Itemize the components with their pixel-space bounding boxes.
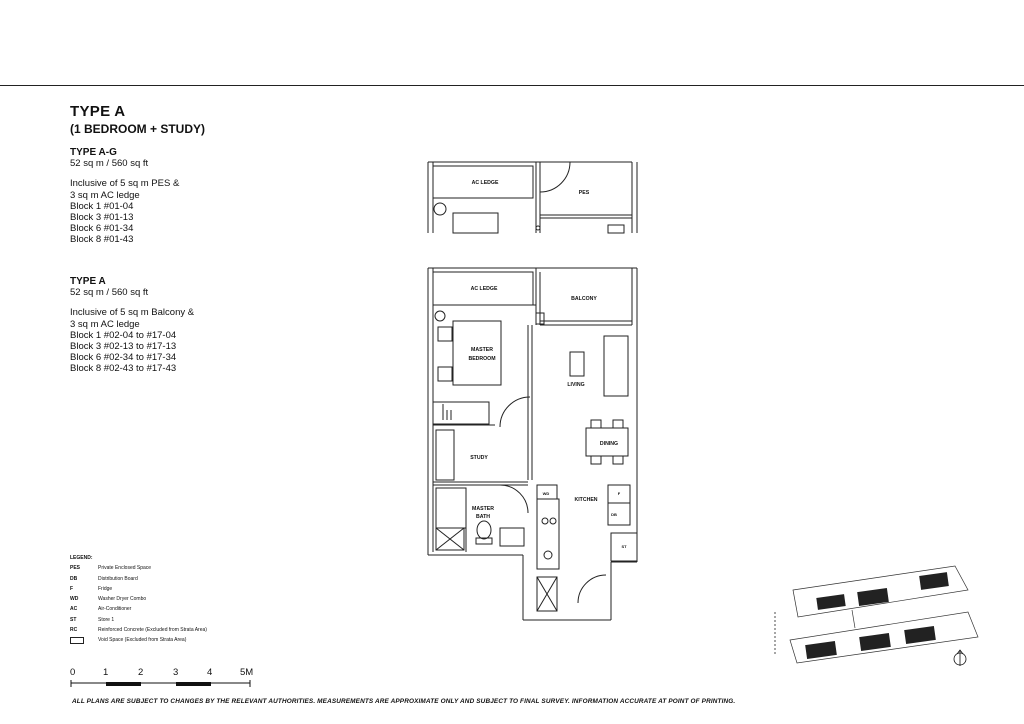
plan-type-a (427, 267, 638, 621)
type-ag-line: Block 6 #01-34 (70, 223, 134, 235)
type-ag-line: Block 1 #01-04 (70, 200, 134, 212)
disclaimer: ALL PLANS ARE SUBJECT TO CHANGES BY THE … (72, 698, 736, 705)
type-a-heading: TYPE A (70, 276, 106, 287)
page-subtitle: (1 BEDROOM + STUDY) (70, 122, 206, 136)
scale-bar (70, 680, 251, 687)
room-label: LIVING (567, 382, 584, 388)
type-ag-line: 3 sq m AC ledge (70, 189, 140, 201)
type-a-line: Inclusive of 5 sq m Balcony & (70, 307, 195, 319)
fixture-label: DB (611, 512, 617, 517)
key-plan (774, 565, 979, 666)
type-a-line: Block 8 #02-43 to #17-43 (70, 363, 177, 375)
type-ag-area: 52 sq m / 560 sq ft (70, 158, 149, 170)
room-label: MASTER (472, 506, 494, 512)
type-a-line: Block 6 #02-34 to #17-34 (70, 352, 177, 364)
plan-type-ag (427, 161, 638, 234)
type-a-line: Block 1 #02-04 to #17-04 (70, 329, 177, 341)
room-label: BALCONY (571, 296, 597, 302)
room-label: KITCHEN (574, 497, 597, 503)
room-label: MASTER (471, 347, 493, 353)
room-label: AC LEDGE (471, 286, 498, 292)
room-label: PES (579, 190, 590, 196)
type-a-area: 52 sq m / 560 sq ft (70, 287, 149, 299)
type-a-line: Block 3 #02-13 to #17-13 (70, 341, 177, 353)
fixture-label: ST (621, 544, 627, 549)
scale-label: 5M (240, 667, 254, 678)
type-ag-line: Block 3 #01-13 (70, 212, 134, 224)
page-title: TYPE A (70, 103, 126, 120)
fixture-label: WD (543, 491, 550, 496)
type-ag-heading: TYPE A-G (70, 147, 117, 158)
type-a-line: 3 sq m AC ledge (70, 318, 140, 330)
type-a-info: TYPE A 52 sq m / 560 sq ft Inclusive of … (70, 276, 194, 375)
building-blocks (805, 572, 949, 660)
room-label: STUDY (470, 455, 488, 461)
void-space-icon (70, 637, 84, 645)
scale-label: 0 (70, 667, 76, 678)
type-ag-line: Block 8 #01-43 (70, 234, 134, 246)
room-label: BATH (476, 514, 490, 520)
north-arrow-icon (953, 649, 967, 666)
scale-label: 4 (207, 667, 213, 678)
floor-plan: AC LEDGE PES AC LEDGE BALCONY MASTER BED… (427, 161, 638, 621)
header-rule (0, 85, 1024, 86)
legend-heading: LEGEND: (70, 555, 93, 561)
scale-label: 2 (138, 667, 144, 678)
scale-label: 3 (173, 667, 179, 678)
room-label: BEDROOM (468, 356, 495, 362)
type-ag-line: Inclusive of 5 sq m PES & (70, 178, 180, 190)
fixture-label: F (618, 491, 621, 496)
legend-item-void: Void Space (Excluded from Strata Area) (70, 635, 207, 648)
type-ag-info: TYPE A-G 52 sq m / 560 sq ft Inclusive o… (70, 147, 179, 246)
room-label: DINING (600, 441, 618, 447)
room-label: AC LEDGE (472, 180, 499, 186)
scale-label: 1 (103, 667, 109, 678)
